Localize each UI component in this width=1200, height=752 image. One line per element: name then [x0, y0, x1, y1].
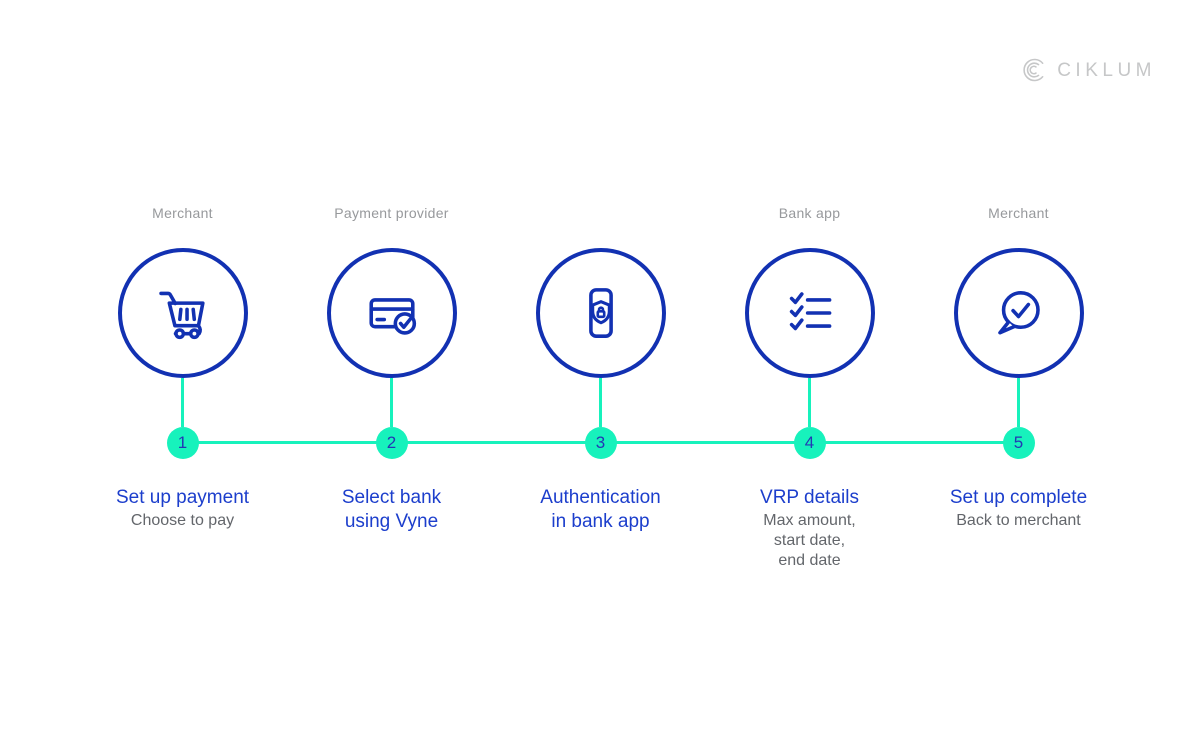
step-number: 2 [386, 433, 397, 452]
step-5-set-up-complete: Merchant 5 Set up complete Back to merch… [914, 0, 1123, 571]
ciklum-logo-text: CIKLUM [1057, 60, 1156, 81]
actor-label: Payment provider [334, 205, 449, 221]
timeline: Merchant 1 [78, 0, 1123, 571]
actor-label: Merchant [988, 205, 1049, 221]
step-number-badge: 4 [793, 427, 826, 459]
actor-label: Bank app [778, 205, 841, 221]
step-icon-circle [326, 248, 457, 378]
step-number-badge: 1 [166, 427, 199, 459]
step-title: Select bank using Vyne [341, 487, 442, 532]
step-number-badge: 3 [584, 427, 617, 459]
step-number-badge: 5 [1002, 427, 1035, 459]
connector-line [390, 378, 393, 427]
actor-label: Merchant [152, 205, 213, 221]
checklist-icon [789, 292, 831, 331]
step-subtitle: Back to merchant [956, 512, 1081, 529]
connector-line [599, 378, 602, 427]
step-3-authentication: 3 Authentication in bank app [496, 0, 705, 571]
step-subtitle: Choose to pay [130, 512, 235, 529]
step-number: 1 [177, 433, 188, 452]
phone-shield-lock-icon [588, 288, 613, 338]
step-icon-circle [953, 248, 1084, 378]
step-2-select-bank: Payment provider 2 Select bank using Vyn… [287, 0, 496, 571]
step-title: Set up payment [115, 487, 250, 508]
connector-line [1017, 378, 1020, 427]
speech-bubble-check-icon [997, 291, 1040, 335]
connector-line [808, 378, 811, 427]
step-title: Authentication in bank app [540, 487, 661, 532]
step-icon-circle [535, 248, 666, 378]
step-icon-circle [744, 248, 875, 378]
step-subtitle: Max amount, start date, end date [763, 512, 856, 569]
step-number: 5 [1013, 433, 1024, 452]
ciklum-logo: CIKLUM [1022, 44, 1156, 96]
shopping-cart-icon [158, 291, 205, 340]
process-steps: Merchant 1 [78, 0, 1123, 752]
connector-line [181, 378, 184, 427]
credit-card-check-icon [368, 298, 416, 335]
step-number-badge: 2 [375, 427, 408, 459]
step-number: 3 [595, 433, 606, 452]
step-icon-circle [117, 248, 248, 378]
step-1-set-up-payment: Merchant 1 [78, 0, 287, 571]
ciklum-logo-icon [1023, 58, 1044, 82]
step-title: Set up complete [949, 487, 1088, 508]
step-4-vrp-details: Bank app 4 VRP details Max am [705, 0, 914, 571]
step-number: 4 [804, 433, 815, 452]
step-title: VRP details [760, 487, 859, 508]
